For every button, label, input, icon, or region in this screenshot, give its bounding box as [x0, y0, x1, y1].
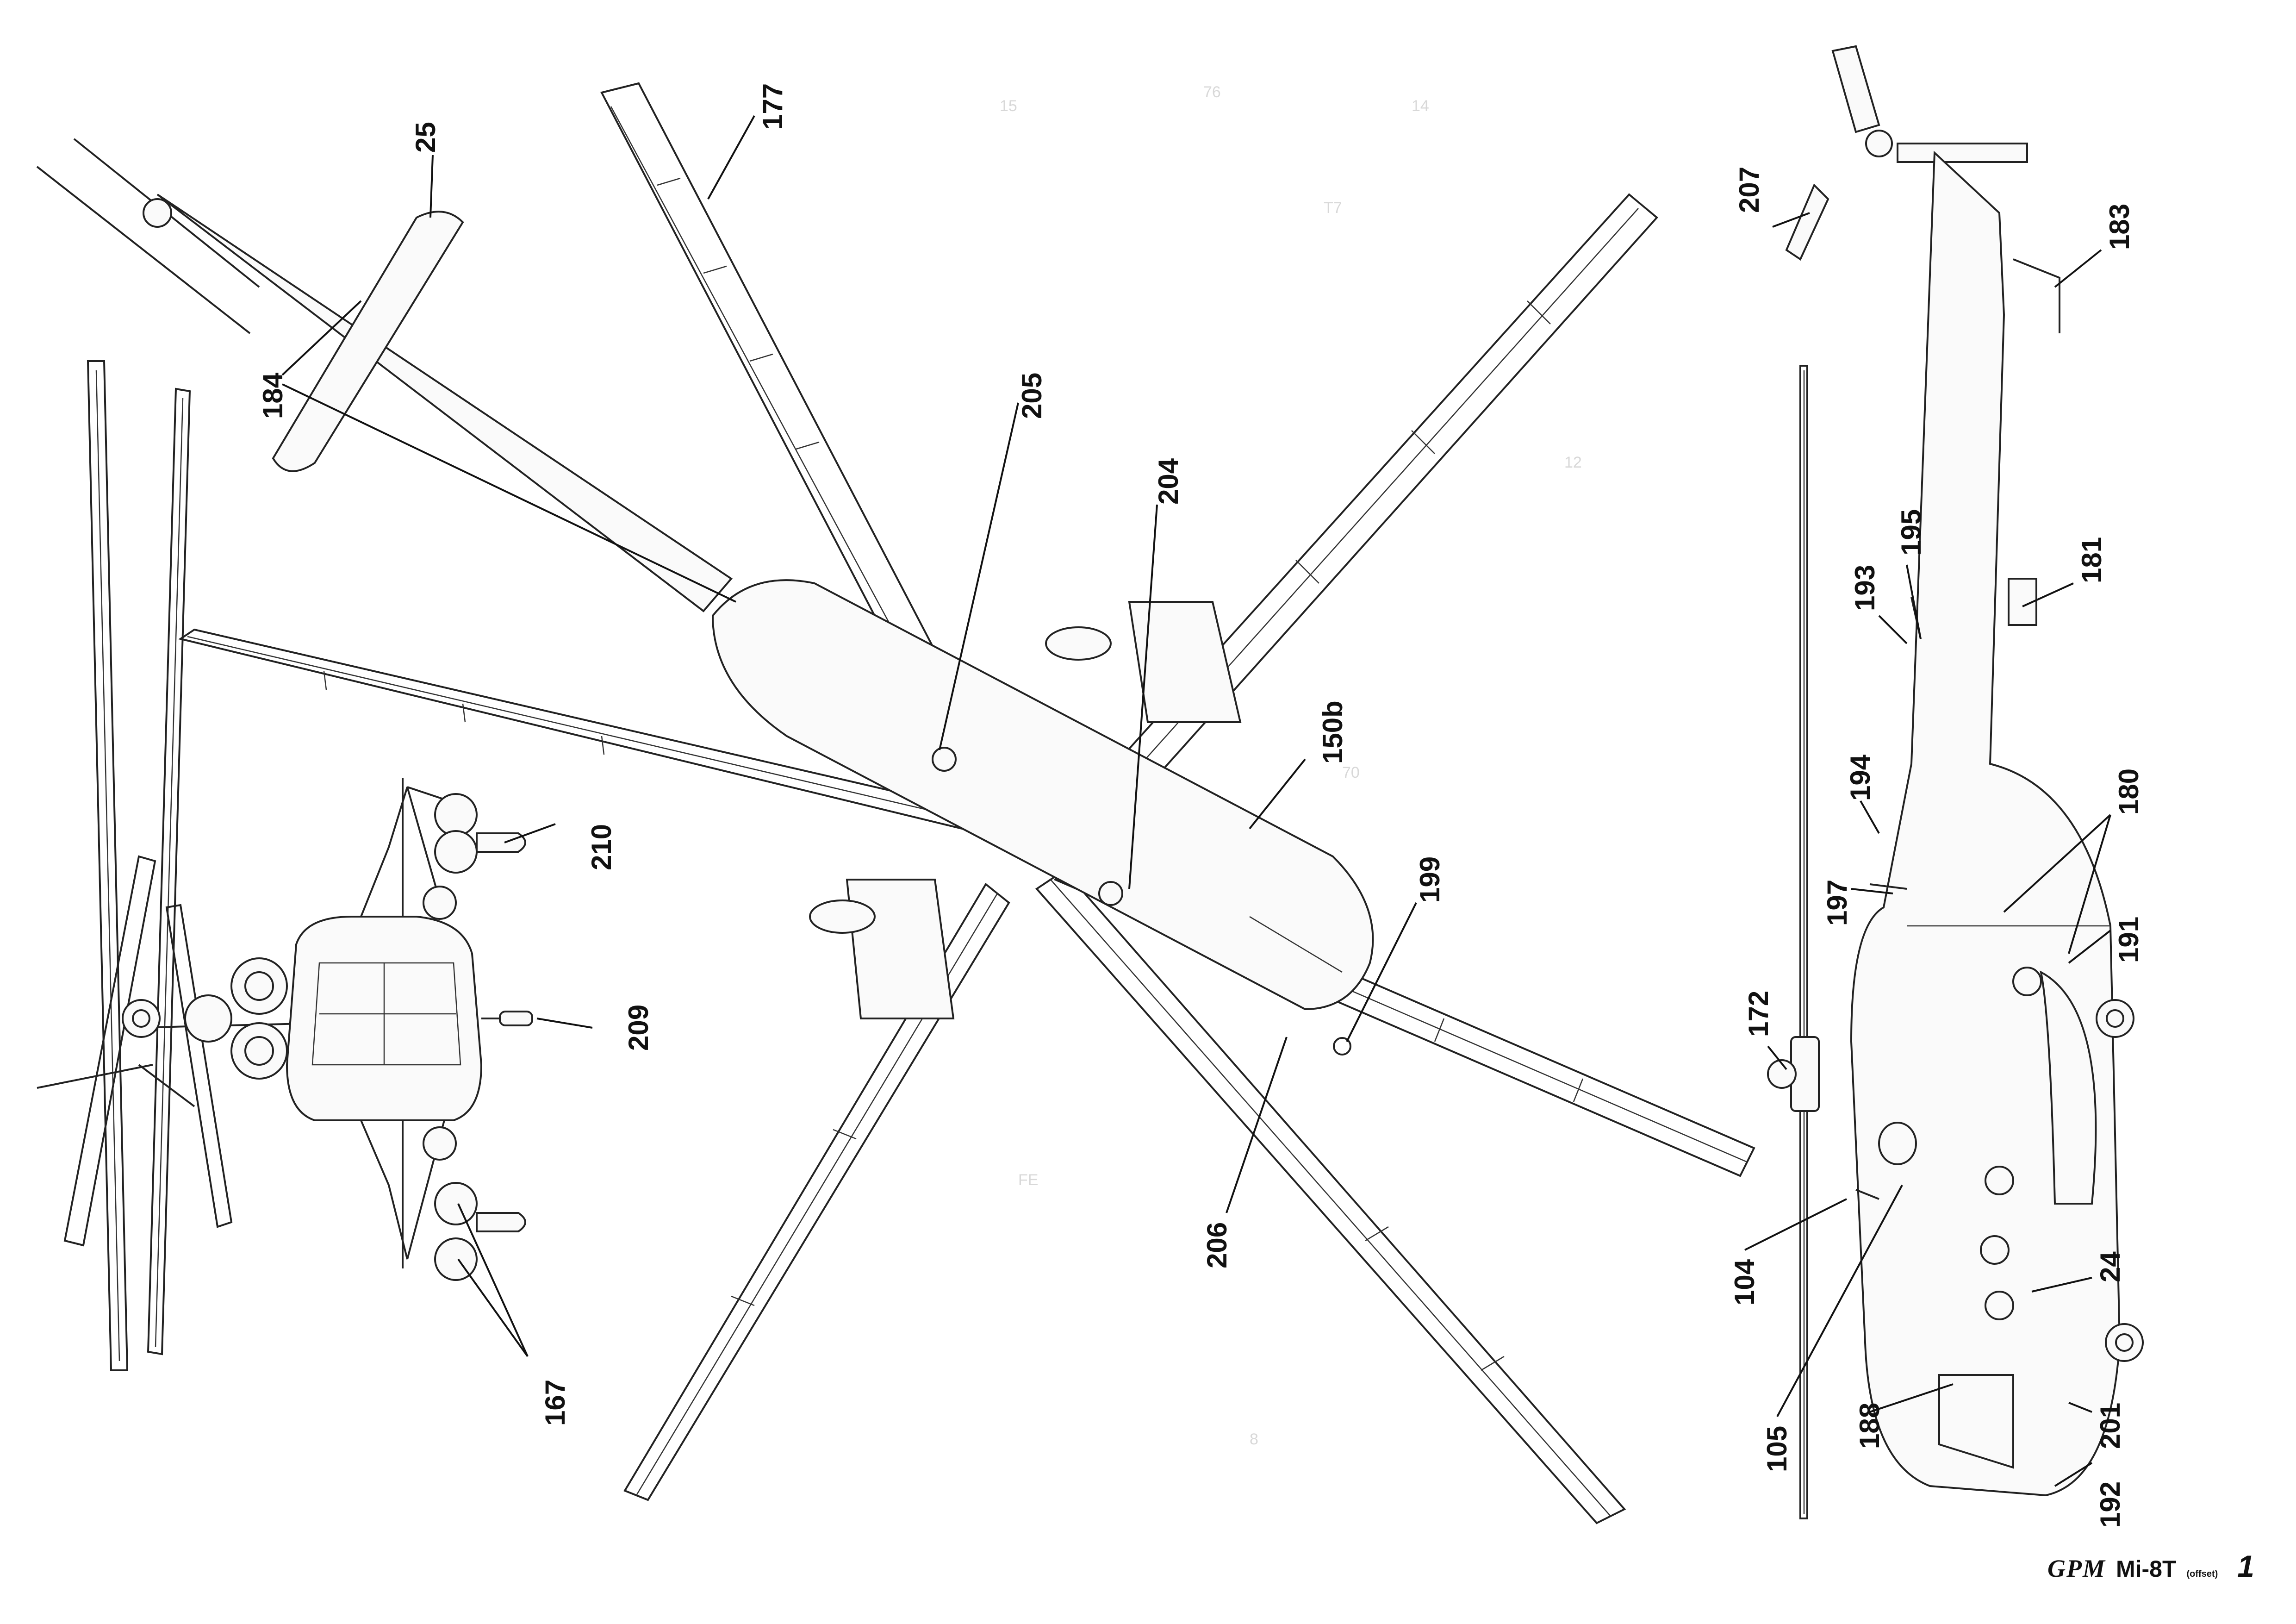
svg-text:14: 14 [1412, 97, 1429, 115]
callout-199: 199 [1414, 856, 1445, 903]
top-fuselage [711, 579, 1374, 1056]
svg-text:15: 15 [1000, 97, 1017, 115]
callout-204: 204 [1153, 458, 1184, 505]
model-name: Mi-8T [2116, 1556, 2177, 1582]
sheet-footer: GPM Mi-8T (offset) 1 [2047, 1549, 2254, 1584]
callout-188: 188 [1854, 1403, 1885, 1449]
side-fuselage [1850, 150, 2144, 1497]
callout-206: 206 [1201, 1222, 1232, 1268]
callout-105: 105 [1761, 1426, 1792, 1472]
side-view [1767, 45, 2144, 1519]
ghost-marks: 15 76 14 T7 12 70 FE 8 [1000, 83, 1582, 1448]
callout-191: 191 [2113, 917, 2144, 963]
callouts: 25 184 177 205 204 150b 199 206 210 209 … [257, 83, 2144, 1528]
callout-192: 192 [2095, 1481, 2126, 1528]
svg-text:T7: T7 [1324, 199, 1342, 217]
callout-210: 210 [586, 824, 617, 870]
callout-104: 104 [1729, 1259, 1760, 1305]
callout-205: 205 [1016, 373, 1047, 419]
brand-logo: GPM [2047, 1555, 2106, 1582]
callout-194: 194 [1845, 754, 1876, 801]
callout-180: 180 [2113, 768, 2144, 815]
callout-195: 195 [1896, 509, 1927, 556]
callout-184: 184 [257, 372, 288, 419]
callout-207: 207 [1734, 167, 1765, 213]
svg-text:70: 70 [1342, 764, 1360, 781]
svg-text:FE: FE [1018, 1171, 1038, 1189]
callout-167: 167 [540, 1380, 571, 1426]
side-rotor-mast [1767, 365, 1820, 1519]
model-variant: (offset) [2186, 1569, 2218, 1579]
svg-text:8: 8 [1250, 1430, 1258, 1448]
callout-25: 25 [410, 122, 441, 153]
blade-ribs [323, 177, 1584, 1371]
top-view [36, 82, 1755, 1524]
callout-181: 181 [2076, 537, 2107, 583]
svg-text:12: 12 [1564, 454, 1582, 471]
top-tail-boom [36, 138, 733, 612]
callout-209: 209 [623, 1005, 654, 1051]
side-tail-rotor [1785, 45, 2028, 261]
callout-193: 193 [1849, 565, 1880, 611]
front-fuselage [184, 916, 483, 1121]
callout-24: 24 [2095, 1251, 2126, 1282]
svg-text:76: 76 [1203, 83, 1221, 101]
front-pylons [360, 778, 533, 1281]
callout-172: 172 [1743, 991, 1774, 1037]
leader-lines [281, 115, 2111, 1487]
front-rotor-blades [37, 360, 324, 1371]
callout-177: 177 [757, 83, 788, 130]
callout-183: 183 [2104, 204, 2135, 250]
front-view [37, 360, 533, 1371]
callout-150b: 150b [1317, 700, 1348, 764]
callout-197: 197 [1822, 880, 1853, 926]
callout-201: 201 [2095, 1403, 2126, 1449]
page-number: 1 [2237, 1549, 2254, 1583]
